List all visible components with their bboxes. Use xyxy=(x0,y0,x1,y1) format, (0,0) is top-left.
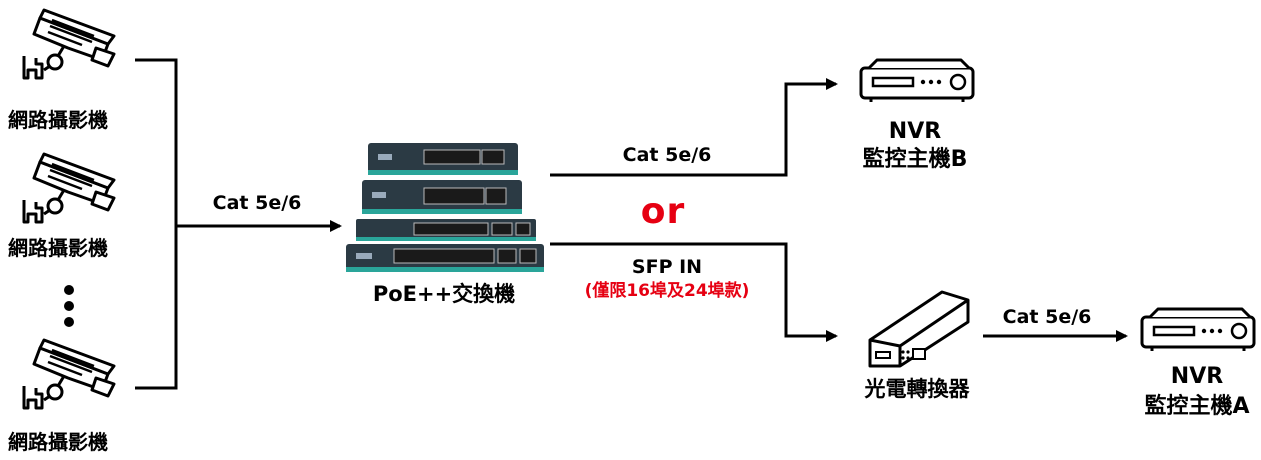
converter-label: 光電轉換器 xyxy=(864,377,970,401)
camera-bracket-lines xyxy=(135,58,178,390)
cable-label-cam-switch: Cat 5e/6 xyxy=(212,192,302,214)
poe-switch-icon xyxy=(346,143,544,272)
camera-label-1: 網路攝影機 xyxy=(8,108,108,132)
sfp-port-note: (僅限16埠及24埠款) xyxy=(584,281,750,301)
or-label: or xyxy=(640,191,686,232)
camera-label-3: 網路攝影機 xyxy=(8,430,108,454)
camera-label-2: 網路攝影機 xyxy=(8,236,108,260)
switch-label: PoE++交換機 xyxy=(372,282,516,306)
switch-to-nvr-b-arrow xyxy=(550,78,838,177)
cable-label-converter-nvr-a: Cat 5e/6 xyxy=(1002,306,1092,328)
nvr-b-icon xyxy=(859,58,975,104)
nvr-a-subtitle: 監控主機A xyxy=(1144,394,1250,419)
nvr-a-icon xyxy=(1140,307,1256,353)
media-converter-icon xyxy=(868,290,970,368)
nvr-b-title: NVR xyxy=(888,119,942,144)
more-cameras-ellipsis xyxy=(64,285,76,333)
camera-icon-2 xyxy=(22,152,116,224)
nvr-a-title: NVR xyxy=(1170,364,1224,389)
camera-icon-3 xyxy=(22,338,116,410)
switch-to-converter-arrow xyxy=(550,242,838,342)
camera-icon-1 xyxy=(22,8,116,80)
sfp-in-label: SFP IN xyxy=(631,256,703,278)
nvr-b-subtitle: 監控主機B xyxy=(862,147,968,172)
cable-label-switch-nvr-b: Cat 5e/6 xyxy=(622,144,712,166)
